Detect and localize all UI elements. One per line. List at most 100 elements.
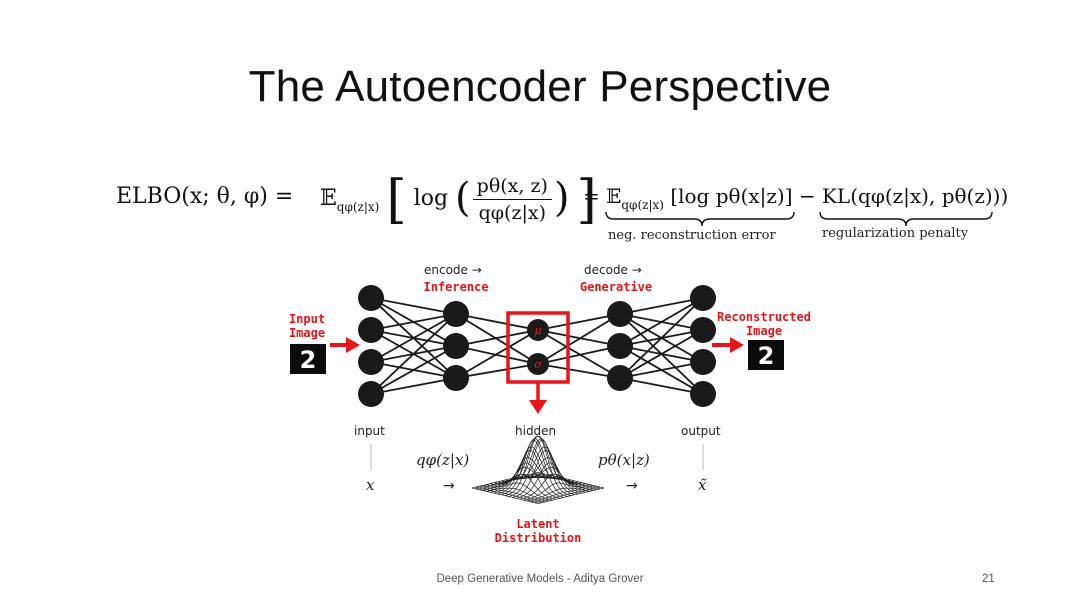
network-edge (619, 297, 704, 379)
mesh-line (526, 485, 594, 502)
reconstructed-label-line2: Image (745, 324, 783, 338)
hidden-down-arrow-head (529, 400, 547, 414)
sigma-node (527, 353, 549, 375)
decode-label: decode → (584, 263, 642, 277)
latent-gaussian-surface (471, 435, 605, 504)
mu-label: μ (534, 324, 541, 337)
decoder-distribution-label: pθ(x|z) (598, 451, 650, 469)
network-node (690, 381, 716, 407)
reconstructed-image-label: Reconstructed Image (706, 310, 822, 338)
network-node (690, 317, 716, 343)
network-node (358, 317, 384, 343)
network-edge (537, 313, 621, 365)
network-node (358, 349, 384, 375)
left-bracket: [ (386, 170, 407, 230)
network-node (443, 333, 469, 359)
input-digit: 2 (300, 346, 317, 374)
network-edge (370, 345, 457, 395)
decoder-arrow: → (626, 478, 638, 494)
network-edge (370, 377, 457, 395)
latent-distribution-label: Latent Distribution (480, 517, 596, 545)
rhs-subscript: qφ(z|x) (621, 198, 664, 212)
input-layer-label: input (354, 424, 385, 438)
network-edge (619, 377, 704, 395)
network-node (690, 349, 716, 375)
mesh-line (475, 486, 542, 504)
network-edge (537, 363, 621, 379)
mesh-line (537, 487, 605, 504)
brace-label-reconstruction: neg. reconstruction error (608, 228, 776, 243)
output-arrow-head (730, 337, 744, 353)
network-node (443, 301, 469, 327)
network-node (358, 381, 384, 407)
network-edge (455, 329, 539, 379)
network-edge (370, 313, 457, 363)
log-text: log (413, 186, 449, 211)
sigma-label: σ (534, 358, 542, 371)
page-number: 21 (982, 573, 995, 585)
network-nodes: μσ (358, 285, 716, 407)
equation-lhs: ELBO(x; θ, φ) = (116, 184, 294, 209)
input-image-label: Input Image (280, 312, 334, 340)
x-tilde-variable-label: x̃ (698, 476, 707, 494)
mesh-line (479, 485, 546, 503)
network-edge (537, 313, 621, 331)
network-edges (370, 297, 704, 395)
hidden-layer-label: hidden (515, 424, 557, 438)
network-node (607, 333, 633, 359)
left-paren: ( (455, 175, 471, 221)
underbrace-regularization (819, 211, 993, 227)
input-arrow-head (346, 337, 360, 353)
generative-label: Generative (579, 280, 653, 294)
x-variable-label: x (366, 476, 375, 494)
mesh-line (501, 438, 568, 496)
network-edge (370, 313, 457, 395)
network-edge (455, 313, 539, 365)
input-digit-image (290, 344, 326, 374)
encode-label: encode → (424, 263, 482, 277)
equation-rhs: = 𝔼qφ(z|x) [log pθ(x|z)] − KL(qφ(z|x), p… (583, 184, 1008, 212)
network-edge (619, 297, 704, 315)
network-edge (619, 361, 704, 379)
network-edge (455, 313, 539, 331)
brace-label-regularization: regularization penalty (822, 226, 969, 241)
network-edge (370, 297, 457, 315)
network-node (443, 365, 469, 391)
latent-label-line1: Latent (516, 517, 560, 531)
encoder-arrow: → (443, 478, 455, 494)
network-edge (619, 297, 704, 347)
reconstructed-label-line1: Reconstructed (717, 310, 811, 324)
network-edge (370, 313, 457, 331)
underbrace-reconstruction (605, 211, 795, 227)
mesh-line (534, 486, 601, 504)
mu-node (527, 319, 549, 341)
inference-label: Inference (423, 280, 489, 294)
network-node (690, 285, 716, 311)
output-layer-label: output (681, 424, 721, 438)
mesh-line (471, 487, 539, 504)
network-edge (619, 329, 704, 379)
network-edge (537, 329, 621, 379)
network-edge (455, 329, 539, 347)
encoder-distribution-label: qφ(z|x) (416, 451, 470, 469)
mesh-line (530, 485, 597, 503)
expectation-subscript: qφ(z|x) (336, 200, 380, 214)
network-node (607, 301, 633, 327)
input-image-label-line2: Image (288, 326, 326, 340)
network-edge (455, 363, 539, 379)
network-node (607, 365, 633, 391)
reconstructed-digit: 2 (758, 342, 775, 370)
latent-label-line2: Distribution (494, 531, 582, 545)
rhs-expectation: = 𝔼 (583, 184, 622, 208)
network-edge (537, 345, 621, 365)
reconstructed-digit-image (748, 340, 784, 370)
right-bracket: ] (576, 170, 597, 230)
fraction: pθ(x, z)qφ(z|x) (472, 173, 552, 226)
slide-title: The Autoencoder Perspective (248, 62, 832, 111)
input-image-label-line1: Input (288, 312, 326, 326)
slide-footer: Deep Generative Models - Aditya Grover (436, 573, 644, 585)
right-paren: ) (553, 175, 570, 221)
fraction-numerator: pθ(x, z) (472, 173, 552, 200)
mesh-line (508, 438, 575, 496)
